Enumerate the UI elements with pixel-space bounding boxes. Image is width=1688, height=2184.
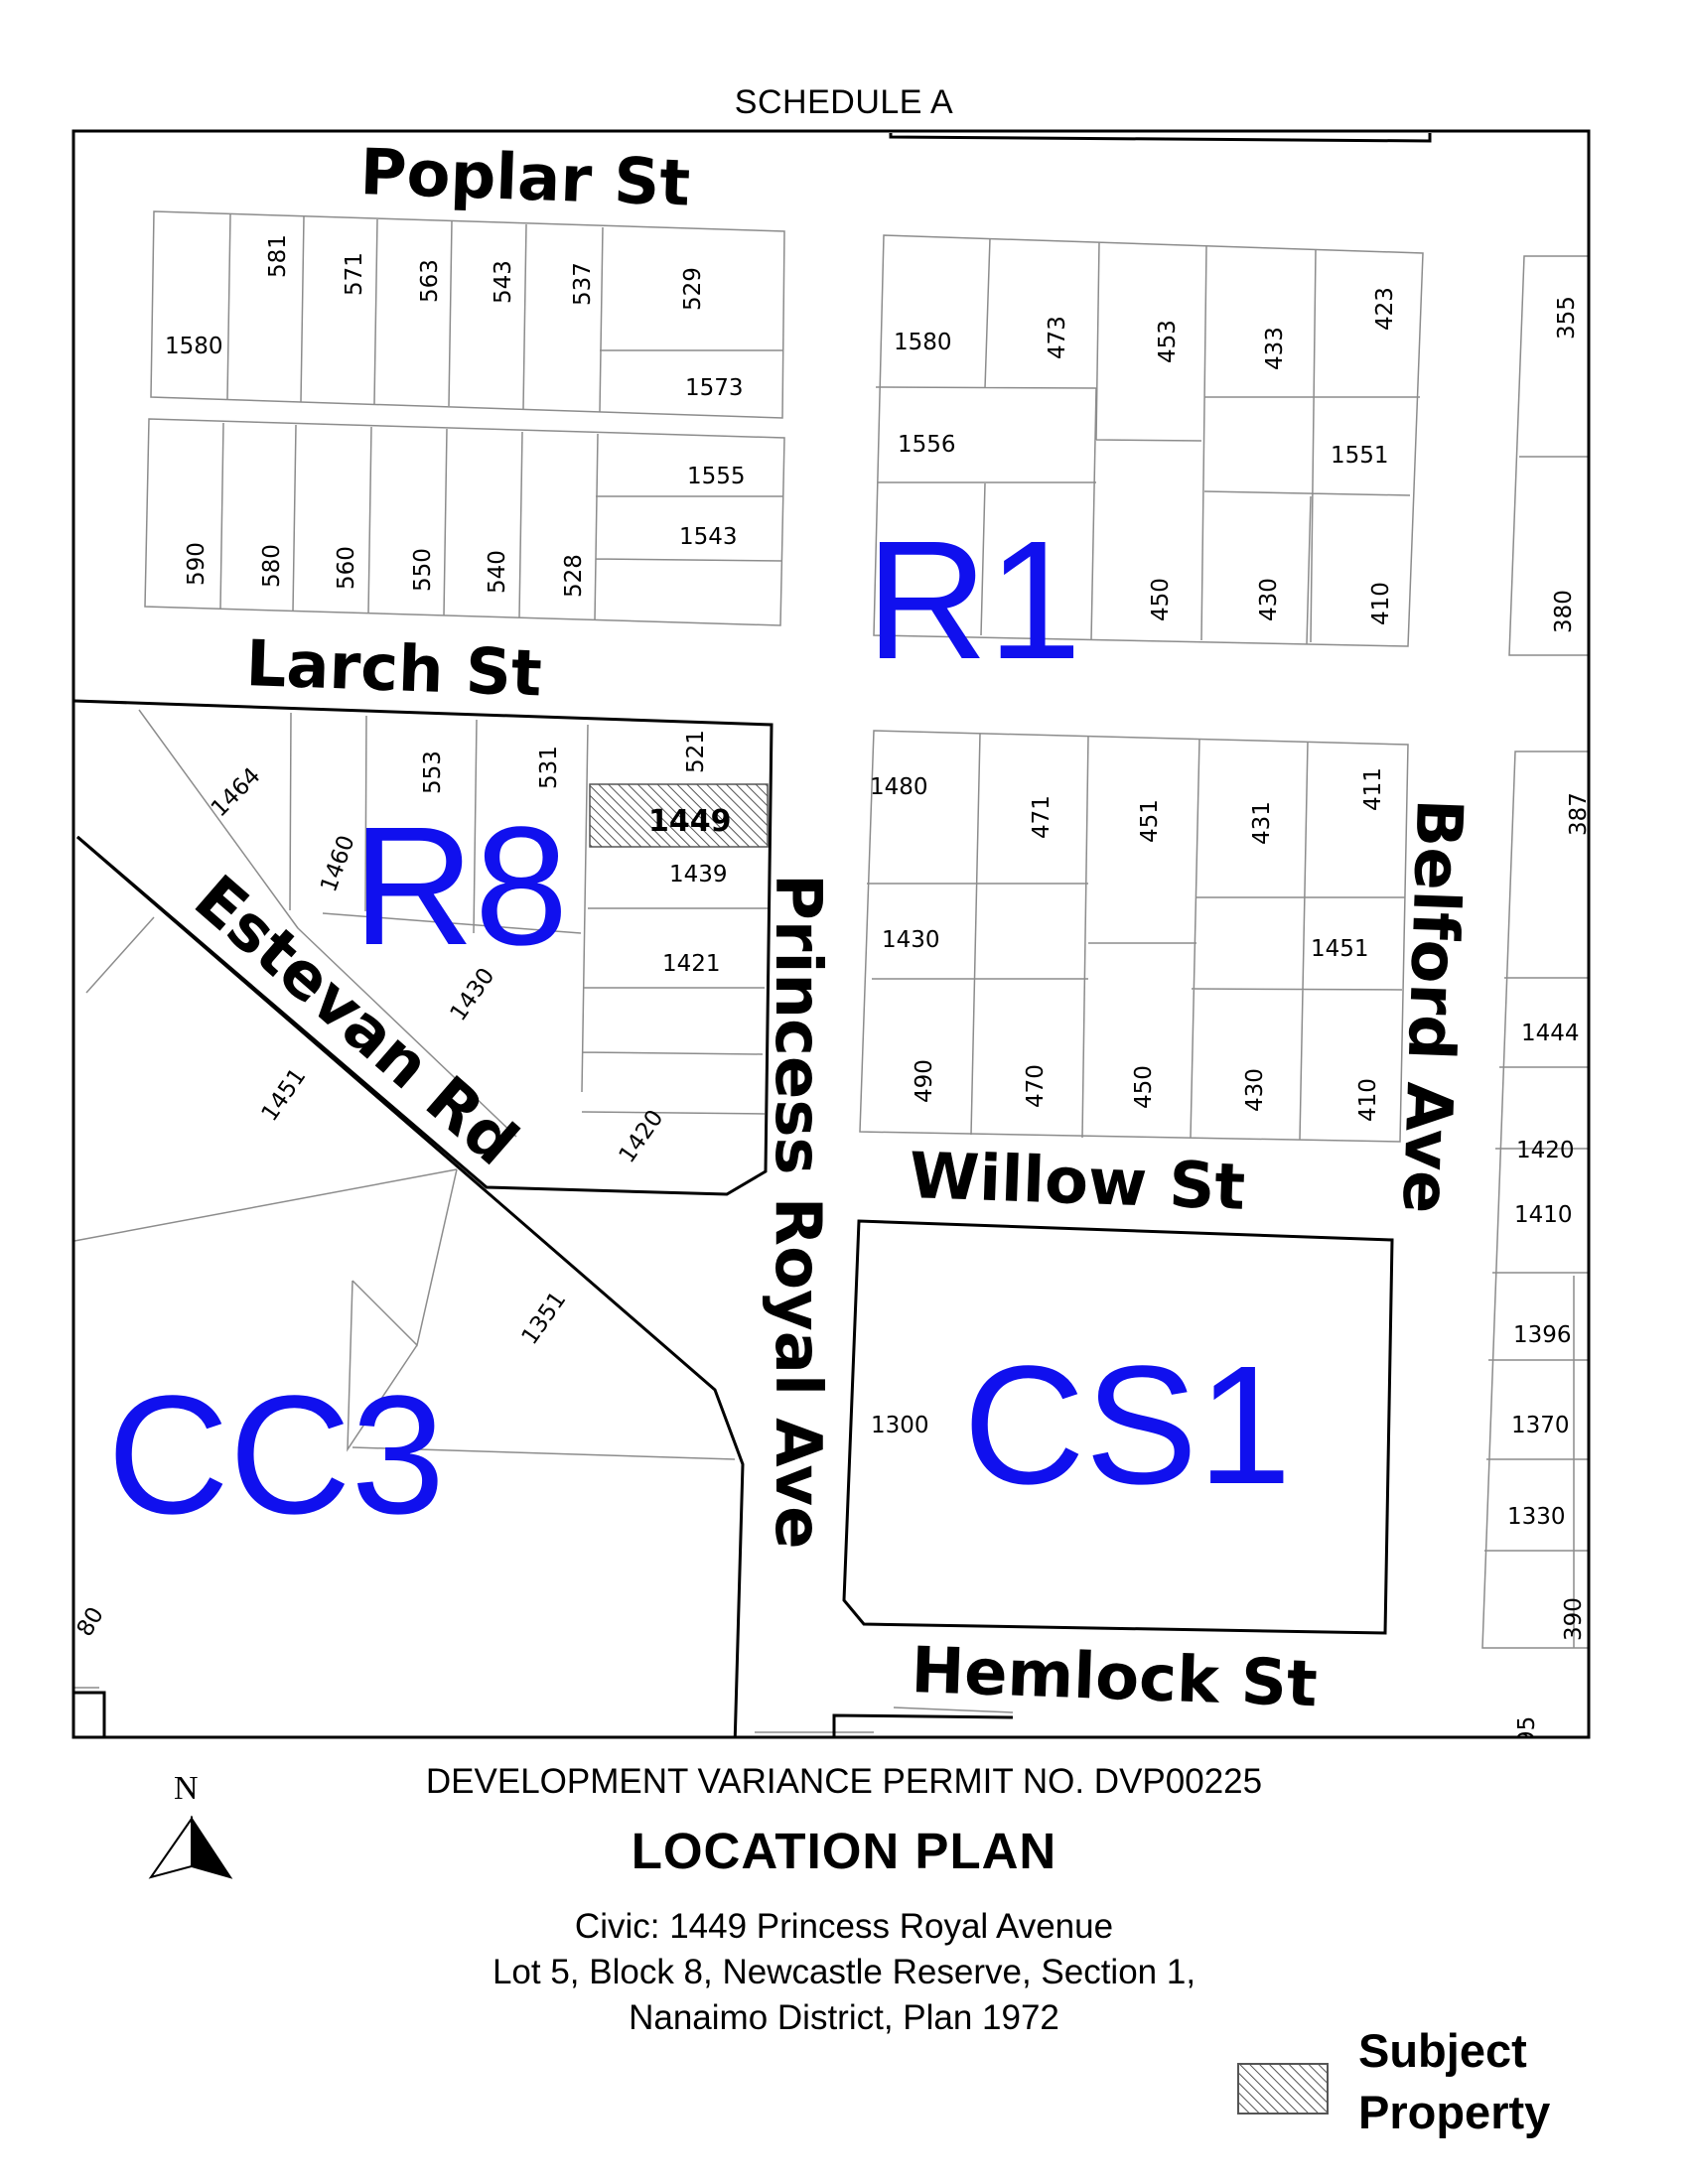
lot-number: 553: [420, 751, 446, 794]
lot-number: 531: [536, 746, 562, 789]
lot-number: 1421: [662, 951, 721, 977]
lot-number: 571: [342, 252, 367, 296]
lot-number: 1396: [1513, 1322, 1572, 1348]
lot-number: 1430: [882, 927, 940, 953]
lot-number: 550: [410, 548, 436, 592]
lot-number: 453: [1155, 320, 1181, 363]
lot-number: 560: [334, 546, 359, 590]
lot-number: 1556: [898, 432, 956, 458]
lot-number: 1420: [615, 1106, 669, 1168]
lot-number: 355: [1554, 296, 1580, 340]
lot-number: 470: [1023, 1064, 1049, 1108]
lot-number: 1351: [517, 1288, 572, 1350]
schedule-title: SCHEDULE A: [734, 83, 954, 121]
lot-number: 1573: [685, 375, 744, 401]
lot-number: 1580: [165, 334, 223, 359]
lot-number: 430: [1242, 1068, 1268, 1112]
lot-number: 1555: [687, 464, 746, 489]
legend-label: Subject Property: [1358, 2020, 1550, 2143]
lot-number: 528: [561, 554, 587, 598]
zone-cs1: CS1: [963, 1331, 1292, 1520]
street-willow: Willow St: [908, 1140, 1246, 1225]
lot-number: 410: [1368, 582, 1394, 625]
lot-number: 1551: [1331, 443, 1389, 469]
lot-number: 1439: [669, 862, 728, 887]
parcel-lines: [73, 210, 1590, 1733]
lot-number: 1480: [870, 774, 928, 800]
civic-address: Civic: 1449 Princess Royal Avenue: [574, 1907, 1114, 1946]
legal-description-line1: Lot 5, Block 8, Newcastle Reserve, Secti…: [492, 1953, 1196, 1991]
lot-number: 1410: [1514, 1202, 1573, 1228]
permit-number: DEVELOPMENT VARIANCE PERMIT NO. DVP00225: [425, 1762, 1263, 1801]
lot-number: 580: [259, 544, 285, 588]
street-hemlock: Hemlock St: [910, 1634, 1318, 1721]
lot-number: 430: [1256, 578, 1282, 621]
north-label: N: [174, 1770, 199, 1807]
lot-number: 529: [680, 267, 706, 311]
lot-number: 450: [1131, 1065, 1157, 1109]
zone-r1: R1: [866, 506, 1081, 695]
lot-number: 543: [491, 260, 516, 304]
lot-number: 80: [72, 1603, 109, 1641]
legend-subject-swatch: [1237, 2063, 1329, 2115]
lot-number: 537: [570, 262, 596, 306]
lot-number: 431: [1249, 801, 1275, 845]
lot-number: 521: [683, 730, 709, 773]
lot-number: 451: [1137, 799, 1163, 843]
lot-number: 410: [1355, 1078, 1381, 1122]
lot-number: 95: [1514, 1716, 1540, 1745]
lot-number: 450: [1148, 578, 1174, 621]
lot-number: 1330: [1507, 1504, 1566, 1530]
zone-labels: R1 R8 CC3 CS1: [107, 506, 1292, 1550]
street-princess-royal: Princess Royal Ave: [761, 874, 834, 1550]
map-frame: [71, 129, 1591, 1739]
plan-title: LOCATION PLAN: [631, 1823, 1057, 1879]
lot-number: 380: [1551, 590, 1577, 633]
lot-number: 1370: [1511, 1413, 1570, 1438]
lot-number: 387: [1566, 792, 1592, 836]
lot-numbers: 1580 581 571 563 543 537 529 1573 590 58…: [72, 234, 1592, 1745]
lot-number: 1543: [679, 524, 738, 550]
lot-number: 423: [1372, 287, 1398, 331]
lot-number: 1580: [894, 330, 952, 355]
subject-lot-number: 1449: [648, 804, 732, 839]
zone-r8: R8: [352, 792, 568, 981]
lot-number: 1420: [1516, 1138, 1575, 1163]
lot-number: 590: [184, 542, 210, 586]
lot-number: 563: [417, 259, 443, 303]
street-larch: Larch St: [244, 627, 542, 711]
lot-number: 1451: [1311, 936, 1369, 962]
legend-label-line2: Property: [1358, 2086, 1551, 2138]
legal-description-line2: Nanaimo District, Plan 1972: [629, 1998, 1059, 2037]
subject-property-parcel: [589, 783, 769, 848]
lot-number: 471: [1029, 795, 1055, 839]
street-belford: Belford Ave: [1387, 797, 1476, 1214]
lot-number: 411: [1360, 767, 1386, 811]
lot-number: 1300: [871, 1413, 929, 1438]
lot-number: 433: [1262, 327, 1288, 370]
lot-number: 1464: [207, 762, 266, 822]
zone-cc3: CC3: [107, 1361, 445, 1550]
street-poplar: Poplar St: [358, 136, 691, 221]
lot-number: 473: [1045, 316, 1070, 359]
lot-number: 540: [485, 550, 510, 594]
legend-label-line1: Subject: [1358, 2024, 1527, 2077]
lot-number: 1444: [1521, 1021, 1580, 1046]
lot-number: 490: [912, 1059, 937, 1103]
lot-number: 581: [265, 234, 291, 278]
lot-number: 1451: [257, 1064, 312, 1127]
north-arrow-icon: [148, 1815, 233, 1879]
lot-number: 390: [1561, 1597, 1587, 1641]
